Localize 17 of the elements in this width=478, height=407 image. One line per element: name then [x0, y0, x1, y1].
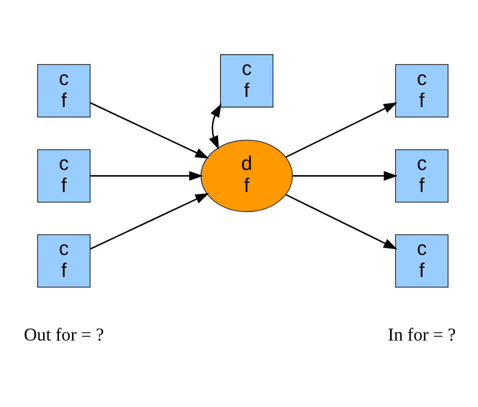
label: Out for = ?: [24, 324, 104, 345]
label: In for = ?: [388, 324, 456, 345]
node-box: c f: [395, 64, 449, 118]
arrow: [209, 103, 222, 150]
node-box: c f: [220, 54, 274, 108]
node-ellipse: d f: [200, 140, 293, 212]
node-box: c f: [395, 149, 449, 203]
arrow: [90, 171, 204, 181]
node-box: c f: [395, 234, 449, 288]
node-box: c f: [37, 64, 91, 118]
arrow: [292, 171, 398, 181]
arrow: [286, 102, 398, 158]
node-box: c f: [37, 234, 91, 288]
arrow: [90, 102, 210, 159]
node-box: c f: [37, 149, 91, 203]
arrow: [90, 193, 210, 250]
arrow: [286, 194, 398, 250]
